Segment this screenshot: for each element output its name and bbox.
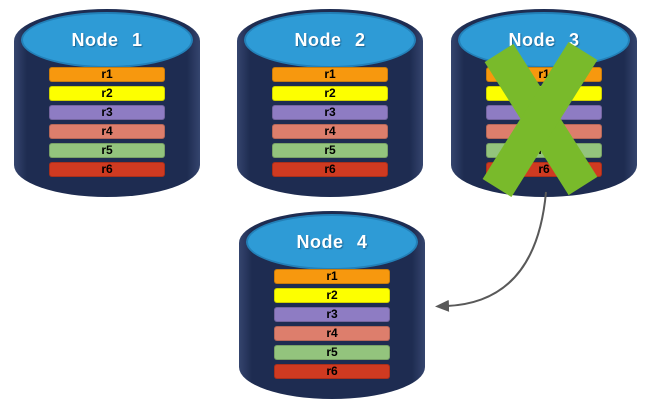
record-bar-r3: r3	[49, 105, 165, 120]
node-2-cylinder: Node 2 r1 r2 r3 r4 r5 r6	[237, 9, 423, 197]
record-bar-r5: r5	[486, 143, 602, 158]
record-bar-r4: r4	[49, 124, 165, 139]
record-bar-r6: r6	[274, 364, 390, 379]
record-bar-r4: r4	[486, 124, 602, 139]
record-bar-r3: r3	[272, 105, 388, 120]
record-bar-r4: r4	[272, 124, 388, 139]
record-bar-r1: r1	[272, 67, 388, 82]
record-bar-r1: r1	[274, 269, 390, 284]
node-1-label: Node 1	[71, 29, 143, 50]
record-bar-r6: r6	[272, 162, 388, 177]
node-3-cylinder-top: Node 3	[458, 12, 630, 68]
node-4-cylinder-top: Node 4	[246, 214, 418, 270]
node-2-label: Node 2	[294, 29, 366, 50]
node-4-records: r1 r2 r3 r4 r5 r6	[274, 269, 390, 383]
record-bar-r6: r6	[49, 162, 165, 177]
node-3-label: Node 3	[508, 29, 580, 50]
node-3-cylinder: Node 3 r1 r2 r3 r4 r5 r6	[451, 9, 637, 197]
node-1-cylinder: Node 1 r1 r2 r3 r4 r5 r6	[14, 9, 200, 197]
record-bar-r1: r1	[49, 67, 165, 82]
record-bar-r3: r3	[274, 307, 390, 322]
node-1-cylinder-top: Node 1	[21, 12, 193, 68]
record-bar-r2: r2	[486, 86, 602, 101]
record-bar-r2: r2	[49, 86, 165, 101]
record-bar-r3: r3	[486, 105, 602, 120]
node-2-cylinder-top: Node 2	[244, 12, 416, 68]
record-bar-r5: r5	[49, 143, 165, 158]
node-3-records: r1 r2 r3 r4 r5 r6	[486, 67, 602, 181]
node-1-records: r1 r2 r3 r4 r5 r6	[49, 67, 165, 181]
record-bar-r6: r6	[486, 162, 602, 177]
record-bar-r5: r5	[272, 143, 388, 158]
record-bar-r1: r1	[486, 67, 602, 82]
record-bar-r4: r4	[274, 326, 390, 341]
record-bar-r2: r2	[274, 288, 390, 303]
node-4-cylinder: Node 4 r1 r2 r3 r4 r5 r6	[239, 211, 425, 399]
record-bar-r2: r2	[272, 86, 388, 101]
record-bar-r5: r5	[274, 345, 390, 360]
node-4-label: Node 4	[296, 231, 368, 252]
node-2-records: r1 r2 r3 r4 r5 r6	[272, 67, 388, 181]
